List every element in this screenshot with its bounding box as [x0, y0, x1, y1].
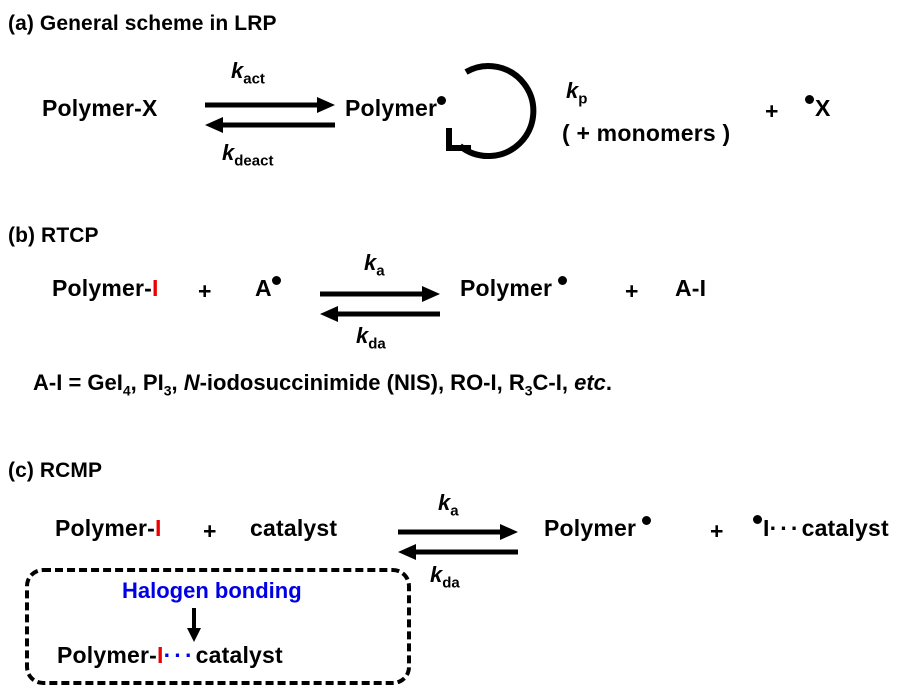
panel-a-k-p: kp: [566, 78, 587, 107]
k-subscript: act: [243, 70, 265, 88]
definition-r3-sub: 3: [524, 382, 533, 399]
panel-b-reactant-prefix: Polymer-: [52, 275, 153, 301]
complex-catalyst: catalyst: [195, 642, 283, 668]
panel-a-propagation-cycle-arrow: [440, 58, 550, 176]
definition-middle: -iodosuccinimide (NIS), RO-I, R: [199, 370, 525, 395]
definition-period: .: [605, 370, 613, 395]
panel-c-plus-2: +: [710, 518, 724, 544]
panel-c-plus-1: +: [203, 518, 217, 544]
panel-a-k-act: kact: [231, 58, 265, 87]
k-symbol: k: [222, 140, 235, 165]
panel-b-product-text: Polymer: [460, 275, 553, 301]
panel-c-label: (c) RCMP: [8, 459, 103, 482]
panel-c-equilibrium-arrow: [398, 522, 518, 564]
radical-dot-icon: [271, 276, 281, 286]
k-subscript: da: [442, 574, 460, 592]
panel-c-product-catalyst: catalyst: [801, 515, 889, 541]
radical-dot-icon: [805, 95, 814, 105]
panel-c-product-complex: I···catalyst: [753, 515, 889, 542]
radical-dot-icon: [753, 515, 762, 525]
definition-sep: ,: [171, 370, 184, 395]
panel-b-definition: A-I = GeI4, PI3, N-iodosuccinimide (NIS)…: [33, 370, 612, 398]
panel-b-k-da: kda: [356, 323, 386, 352]
k-subscript: a: [450, 502, 459, 520]
panel-a-reactant: Polymer-X: [42, 95, 158, 121]
panel-a-leaving-group-text: X: [815, 95, 831, 121]
k-symbol: k: [231, 58, 244, 83]
k-subscript: deact: [234, 152, 274, 170]
complex-dots: ···: [163, 642, 196, 668]
panel-b-reactant: Polymer-I: [52, 275, 159, 302]
complex-iodine: I: [157, 642, 164, 668]
panel-c-catalyst: catalyst: [250, 515, 338, 541]
panel-b-plus-1: +: [198, 278, 212, 304]
definition-italic-n: N: [183, 370, 200, 395]
panel-c-reactant: Polymer-I: [55, 515, 162, 542]
halogen-bonding-callout: [25, 568, 411, 685]
definition-gei: GeI: [87, 370, 123, 395]
complex-prefix: Polymer-: [57, 642, 158, 668]
k-symbol: k: [430, 562, 443, 587]
panel-c-k-da: kda: [430, 562, 460, 591]
panel-c-product-dots: ···: [769, 515, 802, 541]
panel-b-product: Polymer: [460, 275, 568, 302]
panel-a-k-deact: kdeact: [222, 140, 273, 169]
k-subscript: da: [368, 335, 386, 353]
panel-b-label: (b) RTCP: [8, 224, 99, 247]
k-symbol: k: [356, 323, 369, 348]
panel-a-label: (a) General scheme in LRP: [8, 12, 277, 35]
halogen-bonding-title: Halogen bonding: [122, 578, 302, 603]
definition-etc: etc: [574, 370, 606, 395]
panel-a-equilibrium-arrow: [205, 95, 335, 137]
panel-b-agent-text: A: [255, 275, 272, 301]
panel-c-reactant-iodine: I: [155, 515, 162, 541]
panel-c-product: Polymer: [544, 515, 652, 542]
k-symbol: k: [438, 490, 451, 515]
panel-c-product-text: Polymer: [544, 515, 637, 541]
halogen-bonding-complex: Polymer-I···catalyst: [57, 642, 283, 669]
halogen-bonding-arrow-icon: [184, 608, 204, 642]
panel-a-product-text: Polymer: [345, 95, 438, 121]
definition-lhs: A-I =: [33, 370, 88, 395]
panel-a-monomer-note: ( + monomers ): [562, 120, 731, 146]
panel-c-reactant-prefix: Polymer-: [55, 515, 156, 541]
radical-dot-icon: [642, 516, 652, 526]
k-subscript: a: [376, 262, 385, 280]
panel-b-equilibrium-arrow: [320, 284, 440, 326]
panel-b-reactant-iodine: I: [152, 275, 159, 301]
panel-b-product-2: A-I: [675, 275, 707, 301]
panel-b-plus-2: +: [625, 278, 639, 304]
definition-gei-sub: 4: [122, 382, 131, 399]
k-symbol: k: [566, 78, 579, 103]
radical-dot-icon: [558, 276, 568, 286]
radical-dot-icon: [437, 96, 447, 106]
panel-b-agent: A: [255, 275, 281, 302]
panel-a-plus: +: [765, 98, 779, 124]
definition-pi-sub: 3: [163, 382, 172, 399]
panel-a-leaving-group: X: [805, 95, 831, 122]
k-symbol: k: [364, 250, 377, 275]
panel-c-k-a: ka: [438, 490, 459, 519]
definition-pi: , PI: [130, 370, 164, 395]
panel-a-product: Polymer: [345, 95, 447, 122]
panel-c-product-iodine: I: [763, 515, 770, 541]
panel-b-k-a: ka: [364, 250, 385, 279]
definition-tail: C-I,: [532, 370, 575, 395]
k-subscript: p: [578, 90, 588, 108]
